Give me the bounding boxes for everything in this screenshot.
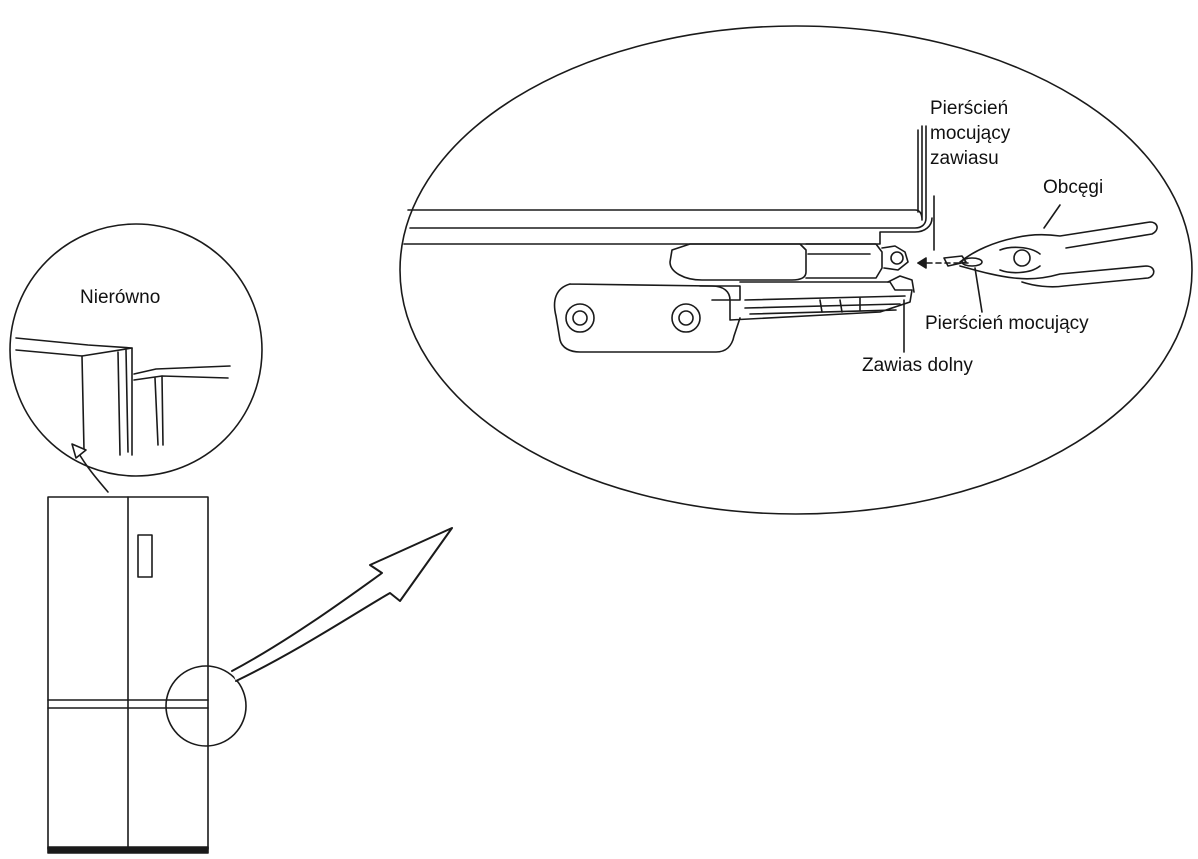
label-pliers: Obcęgi	[1043, 177, 1104, 198]
label-lower-hinge: Zawias dolny	[862, 355, 973, 376]
label-hinge-ring-line-1: Pierścień	[930, 98, 1009, 119]
door-panel	[403, 125, 933, 245]
hinge-plate	[553, 281, 913, 353]
uneven-detail-circle	[9, 223, 263, 477]
leader-pliers	[1043, 204, 1061, 229]
hinge-block	[669, 243, 807, 281]
uneven-doors-detail	[9, 223, 263, 493]
zoom-arrow	[231, 527, 453, 682]
retaining-ring	[961, 257, 983, 267]
pliers	[959, 221, 1158, 288]
left-door-top	[15, 337, 133, 357]
label-hinge-ring-line-3: zawiasu	[930, 148, 999, 169]
hinge-focus-circle	[165, 665, 247, 747]
right-door-top	[133, 365, 231, 381]
leader-retaining-ring	[974, 267, 983, 313]
hinge-detail	[399, 25, 1193, 515]
label-uneven: Nierówno	[80, 287, 161, 308]
label-hinge-ring: Pierścień mocujący zawiasu	[930, 96, 1010, 171]
label-retaining-ring: Pierścień mocujący	[925, 313, 1089, 334]
fridge-base	[47, 846, 209, 854]
refrigerator	[47, 496, 209, 854]
water-dispenser	[137, 534, 153, 578]
hinge-detail-ellipse	[399, 25, 1193, 515]
label-hinge-ring-line-2: mocujący	[930, 123, 1011, 144]
